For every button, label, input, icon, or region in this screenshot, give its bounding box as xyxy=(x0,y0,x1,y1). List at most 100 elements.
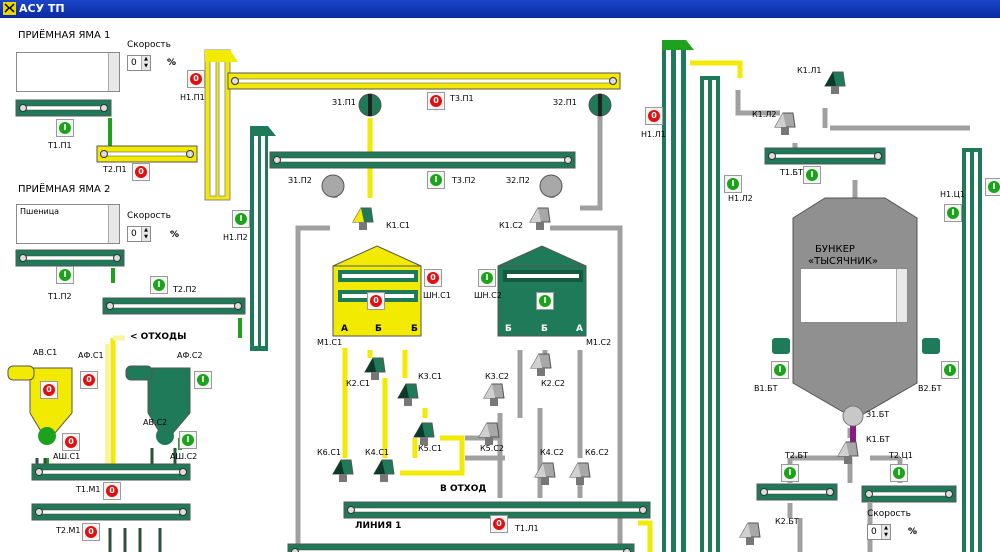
equipment-label: М1.С2 xyxy=(586,338,612,347)
motor-running-button[interactable]: I xyxy=(194,371,212,389)
motor-stopped-button[interactable]: 0 xyxy=(424,269,442,287)
run-indicator-icon: I xyxy=(153,279,165,291)
motor-running-button[interactable]: I xyxy=(179,431,197,449)
run-indicator-icon: I xyxy=(988,181,1000,193)
bin-m1-a: А xyxy=(341,324,348,334)
motor-stopped-button[interactable]: 0 xyxy=(103,482,121,500)
bin-m1-b2: Б xyxy=(411,324,418,334)
equipment-label: Т2.Ц1 xyxy=(889,451,913,460)
motor-stopped-button[interactable]: 0 xyxy=(187,70,205,88)
run-indicator-icon: I xyxy=(235,213,247,225)
bin-m2-b1: Б xyxy=(505,324,512,334)
intake2-unit: % xyxy=(170,230,180,240)
motor-running-button[interactable]: I xyxy=(427,171,445,189)
motor-running-button[interactable]: I xyxy=(941,361,959,379)
bunker-textbox[interactable] xyxy=(800,268,908,323)
motor-running-button[interactable]: I xyxy=(781,464,799,482)
conveyor-belt xyxy=(102,297,246,315)
gate-round xyxy=(539,174,563,198)
conveyor-belt xyxy=(861,485,957,503)
gate-round xyxy=(321,174,345,198)
motor-stopped-button[interactable]: 0 xyxy=(427,92,445,110)
motor-running-button[interactable]: I xyxy=(232,210,250,228)
equipment-label: К2.С2 xyxy=(541,379,565,388)
elevator-n1-c1 xyxy=(962,148,982,552)
spin-arrows-icon: ▲▼ xyxy=(141,227,150,241)
equipment-label: Т3.П2 xyxy=(452,176,476,185)
equipment-label: К1.Л1 xyxy=(797,66,822,75)
motor-running-button[interactable]: I xyxy=(536,292,554,310)
equipment-label: К1.С2 xyxy=(499,221,523,230)
equipment-label: К1.С1 xyxy=(386,221,410,230)
bin-m2-b2: Б xyxy=(541,324,548,334)
motor-running-button[interactable]: I xyxy=(478,269,496,287)
conveyor-belt xyxy=(756,483,838,501)
motor-stopped-button[interactable]: 0 xyxy=(62,433,80,451)
run-indicator-icon: I xyxy=(59,122,71,134)
motor-running-button[interactable]: I xyxy=(56,119,74,137)
equipment-label: К1.БТ xyxy=(866,435,890,444)
motor-running-button[interactable]: I xyxy=(803,166,821,184)
run-indicator-icon: I xyxy=(539,295,551,307)
intake1-speed-input[interactable]: 0▲▼ xyxy=(127,55,151,71)
diverter-valve xyxy=(837,441,859,464)
run-indicator-icon: I xyxy=(481,272,493,284)
motor-stopped-button[interactable]: 0 xyxy=(490,515,508,533)
line-pipe xyxy=(638,520,653,552)
elevator-n1-l2 xyxy=(700,76,720,552)
motor-running-button[interactable]: I xyxy=(944,204,962,222)
stop-indicator-icon: 0 xyxy=(493,518,505,530)
equipment-label: З1.БТ xyxy=(866,410,890,419)
intake2-textbox[interactable]: Пшеница xyxy=(16,204,120,244)
motor-running-button[interactable]: I xyxy=(890,464,908,482)
conveyor-belt xyxy=(227,72,621,90)
equipment-label: К4.С1 xyxy=(365,448,389,457)
bunker-title: БУНКЕР xyxy=(815,244,855,255)
conveyor-belt xyxy=(15,249,125,267)
motor-stopped-button[interactable]: 0 xyxy=(40,381,58,399)
equipment-label: З1.П1 xyxy=(332,98,356,107)
equipment-label: АШ.С2 xyxy=(170,452,198,461)
diverter-valve xyxy=(373,459,395,482)
motor-running-button[interactable]: I xyxy=(724,175,742,193)
diverter-valve xyxy=(824,71,846,94)
run-indicator-icon: I xyxy=(182,434,194,446)
stop-indicator-icon: 0 xyxy=(430,95,442,107)
conveyor-belt xyxy=(343,501,651,519)
bunker-speed-input[interactable]: 0▲▼ xyxy=(867,524,891,540)
stop-indicator-icon: 0 xyxy=(65,436,77,448)
motor-stopped-button[interactable]: 0 xyxy=(132,163,150,181)
stop-indicator-icon: 0 xyxy=(83,374,95,386)
motor-running-button[interactable]: I xyxy=(150,276,168,294)
motor-stopped-button[interactable]: 0 xyxy=(645,107,663,125)
gate-shutter xyxy=(588,93,612,117)
motor-stopped-button[interactable]: 0 xyxy=(367,292,385,310)
window-titlebar: АСУ ТП xyxy=(0,0,1000,18)
equipment-label: Т1.М1 xyxy=(76,485,101,494)
equipment-label: Т1.П1 xyxy=(48,141,72,150)
intake2-speed-label: Скорость xyxy=(127,211,171,221)
motor-stopped-button[interactable]: 0 xyxy=(82,523,100,541)
motor-stopped-button[interactable]: 0 xyxy=(80,371,98,389)
elevator-n1-p1 xyxy=(204,49,238,201)
equipment-label: Н1.Ц1 xyxy=(940,190,965,199)
intake2-speed-input[interactable]: 0▲▼ xyxy=(127,226,151,242)
stop-indicator-icon: 0 xyxy=(135,166,147,178)
bunker-unit: % xyxy=(908,527,918,537)
motor-running-button[interactable]: I xyxy=(56,266,74,284)
bin-m2-a: А xyxy=(576,324,583,334)
equipment-label: В2.БТ xyxy=(918,384,942,393)
equipment-label: К5.С2 xyxy=(480,444,504,453)
run-indicator-icon: I xyxy=(197,374,209,386)
motor-running-button[interactable]: I xyxy=(985,178,1000,196)
intake1-textbox[interactable] xyxy=(16,52,120,92)
conveyors xyxy=(15,72,957,552)
diverter-valve xyxy=(397,383,419,406)
equipment-label: К3.С2 xyxy=(485,372,509,381)
stop-indicator-icon: 0 xyxy=(648,110,660,122)
conveyor-belt xyxy=(764,147,886,165)
diverter-valve xyxy=(352,207,374,230)
equipment-label: К2.С1 xyxy=(346,379,370,388)
equipment-label: Н1.Л1 xyxy=(641,130,666,139)
motor-running-button[interactable]: I xyxy=(771,361,789,379)
